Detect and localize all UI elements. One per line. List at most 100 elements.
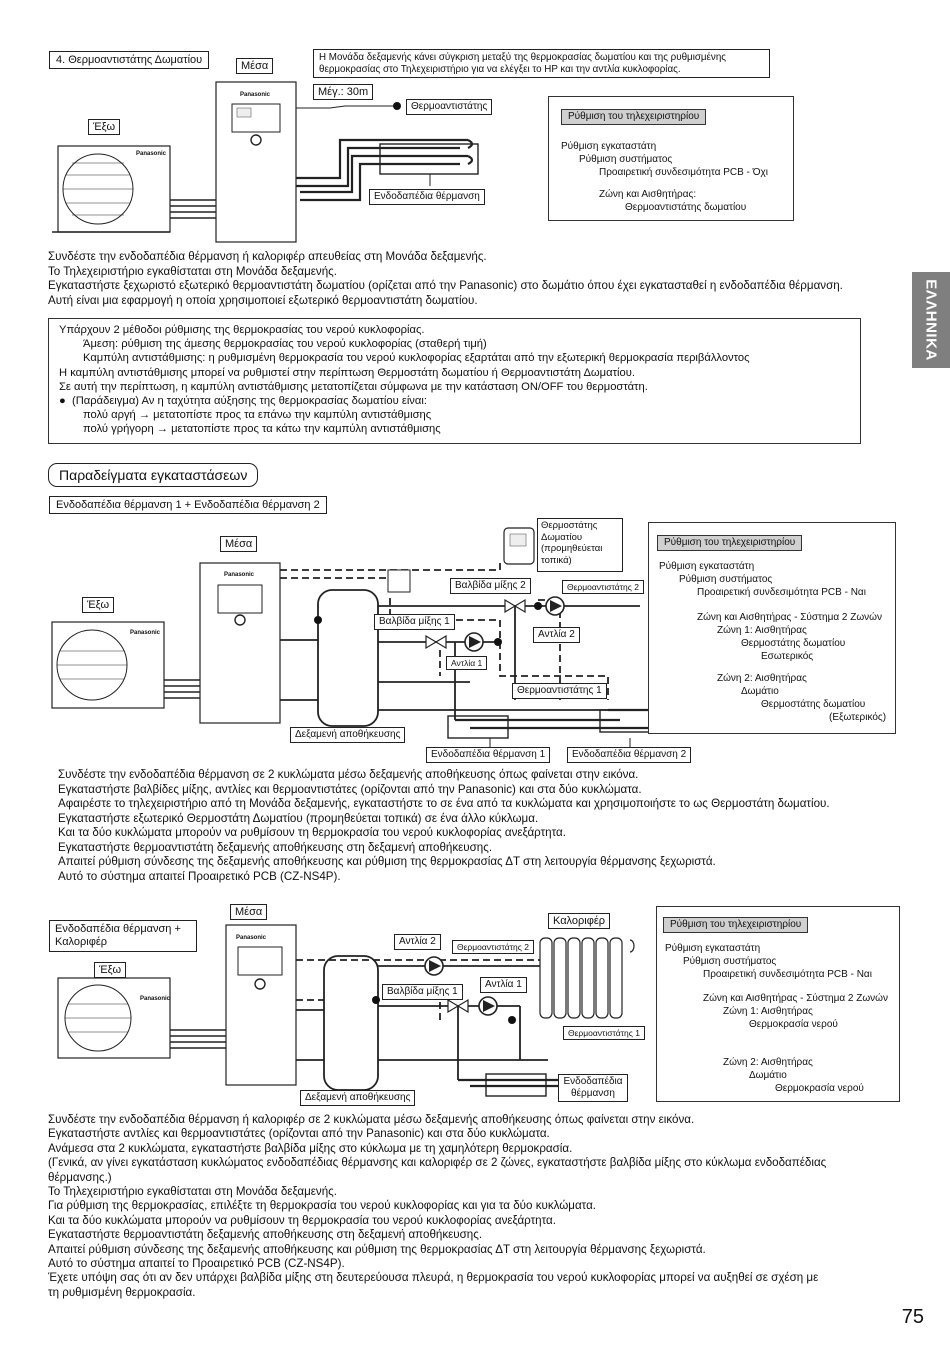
section3-thermistor-1-label: Θερμοαντιστάτης 1 [563, 1026, 645, 1040]
outdoor-unit-1 [52, 145, 171, 233]
section1-inside-label: Μέσα [236, 58, 274, 74]
label-line: Θερμοστάτης [541, 520, 598, 531]
label-line: Δωματίου [541, 531, 583, 543]
paragraph-line: Έχετε υπόψη σας ότι αν δεν υπάρχει βαλβί… [48, 1271, 819, 1285]
paragraph-line: Ανάμεσα στα 2 κυκλώματα, εγκαταστήστε βα… [48, 1141, 573, 1155]
label-line: Ενδοδαπέδια [563, 1076, 623, 1087]
info-line: Άμεση: ρύθμιση της άμεσης θερμοκρασίας τ… [83, 338, 487, 351]
section3-inside-label: Μέσα [230, 904, 268, 920]
section1-title: 4. Θερμοαντιστάτης Δωματίου [49, 51, 210, 69]
section3-floor-heating-label: Ενδοδαπέδια θέρμανση [558, 1074, 628, 1102]
settings-line: Ζώνη και Αισθητήρας: [599, 189, 697, 200]
paragraph-line: Αυτό το σύστημα απαιτεί Προαιρετικό PCB … [58, 869, 341, 883]
brand-label-outdoor-1: Panasonic [136, 151, 167, 157]
indoor-unit-2 [199, 562, 281, 724]
paragraph-line: Συνδέστε την ενδοδαπέδια θέρμανση σε 2 κ… [58, 768, 639, 781]
settings-line: Ζώνη 1: Αισθητήρας [723, 1006, 813, 1017]
bullet-icon: ● [59, 395, 72, 408]
paragraph-line: Το Τηλεχειριστήριο εγκαθίσταται στη Μονά… [48, 1185, 337, 1199]
remote-controller-2 [387, 569, 411, 593]
indoor-unit-1 [215, 81, 297, 243]
section2-tank-label: Δεξαμενή αποθήκευσης [290, 727, 406, 743]
section1-max-length: Μέγ.: 30m [313, 84, 374, 100]
paragraph-line: Αυτή είναι μια εφαρμογή η οποία χρησιμοπ… [48, 293, 478, 307]
section2-room-thermostat-label: Θερμοστάτης Δωματίου (προμηθεύεται τοπικ… [537, 518, 623, 572]
section3-pump-1-label: Αντλία 1 [480, 977, 527, 993]
settings-line: (Εξωτερικός) [829, 712, 887, 723]
section2-settings-header: Ρύθμιση του τηλεχειριστηρίου [657, 535, 803, 551]
section2-settings-box: Ρύθμιση του τηλεχειριστηρίου Ρύθμιση εγκ… [648, 522, 896, 734]
settings-line: Θερμοστάτης δωματίου [741, 638, 846, 649]
mix-valve-2-symbol [504, 598, 526, 614]
section3-settings-header: Ρύθμιση του τηλεχειριστηρίου [663, 917, 809, 933]
section3-tank-label: Δεξαμενή αποθήκευσης [300, 1090, 416, 1106]
paragraph-line: Απαιτεί ρύθμιση σύνδεσης της δεξαμενής α… [48, 1242, 706, 1256]
paragraph-line: Το Τηλεχειριστήριο εγκαθίσταται στη Μονά… [48, 264, 337, 278]
paragraph-line: Αφαιρέστε το τηλεχειριστήριο από τη Μονά… [58, 797, 830, 810]
paragraph-line: Εγκαταστήστε ξεχωριστό εξωτερικό θερμοαν… [48, 279, 843, 292]
settings-line: Προαιρετική συνδεσιμότητα PCB - Ναι [697, 587, 866, 598]
floor-heating-coil-3 [458, 1078, 560, 1088]
section2-outside-label: Έξω [82, 597, 115, 613]
settings-line: Θερμοαντιστάτης δωματίου [625, 202, 747, 213]
settings-line: Εσωτερικός [761, 651, 814, 662]
paragraph-line: Απαιτεί ρύθμιση σύνδεσης της δεξαμενής α… [58, 855, 716, 868]
paragraph-line: Εγκαταστήστε αντλίες και θερμοαντιστάτες… [48, 1127, 550, 1141]
section1-floor-heating-label: Ενδοδαπέδια θέρμανση [369, 189, 485, 205]
settings-line: Ρύθμιση εγκαταστάτη [561, 141, 657, 152]
settings-line: Δωμάτιο [741, 686, 779, 697]
paragraph-line: Εγκαταστήστε θερμοαντιστάτη δεξαμενής απ… [58, 840, 493, 854]
examples-title: Παραδείγματα εγκαταστάσεων [48, 463, 259, 487]
paragraph-line: Συνδέστε την ενδοδαπέδια θέρμανση ή καλο… [48, 250, 487, 263]
paragraph-line: Εγκαταστήστε εξωτερικό Θερμοστάτη Δωματί… [58, 811, 539, 825]
brand-label-indoor-3: Panasonic [236, 935, 267, 941]
info-line: πολύ γρήγορη → μετατοπίστε προς τα κάτω … [83, 423, 441, 436]
brand-label-outdoor-3: Panasonic [140, 996, 171, 1002]
paragraph-line: Και τα δύο κυκλώματα μπορούν να ρυθμίσου… [48, 1213, 556, 1227]
settings-line: Θερμοκρασία νερού [775, 1083, 864, 1094]
paragraph-line: τη ρυθμισμένη θερμοκρασία. [48, 1285, 196, 1299]
settings-line: Ρύθμιση συστήματος [579, 154, 673, 165]
section1-settings-header: Ρύθμιση του τηλεχειριστηρίου [561, 109, 707, 125]
section2-mix-valve-1-label: Βαλβίδα μίξης 1 [374, 614, 455, 630]
label-line: τοπικά) [541, 554, 572, 566]
section2-thermistor-2-label: Θερμοαντιστάτης 2 [562, 580, 644, 594]
section3-outside-label: Έξω [94, 962, 127, 978]
section3-pump-2-label: Αντλία 2 [394, 934, 441, 950]
info-line: Υπάρχουν 2 μέθοδοι ρύθμισης της θερμοκρα… [59, 324, 425, 336]
paragraph-line: Εγκαταστήστε θερμοαντιστάτη δεξαμενής απ… [48, 1228, 483, 1242]
settings-line: Ζώνη και Αισθητήρας - Σύστημα 2 Ζωνών [697, 612, 882, 623]
settings-line: Ζώνη 1: Αισθητήρας [717, 625, 807, 636]
brand-label-outdoor-2: Panasonic [130, 630, 161, 636]
section2-pump-2-label: Αντλία 2 [533, 627, 580, 643]
section2-inside-label: Μέσα [220, 536, 258, 552]
language-tab: ΕΛΛΗΝΙΚΑ [912, 272, 950, 368]
storage-tank-3 [323, 955, 379, 1091]
paragraph-line: Αυτό το σύστημα απαιτεί το Προαιρετικό P… [48, 1257, 345, 1271]
title-line: Ενδοδαπέδια θέρμανση + [55, 923, 181, 935]
compensation-info-box: Υπάρχουν 2 μέθοδοι ρύθμισης της θερμοκρα… [48, 318, 861, 444]
outdoor-unit-2 [51, 621, 165, 709]
paragraph-line: θέρμανσης.) [48, 1170, 112, 1184]
floor-heating-pipes-1 [296, 138, 474, 202]
settings-line: Δωμάτιο [749, 1070, 787, 1081]
settings-line: Ζώνη 2: Αισθητήρας [717, 673, 807, 684]
paragraph-line: Για ρύθμιση της θερμοκρασίας, επιλέξτε τ… [48, 1199, 597, 1213]
section1-settings-box: Ρύθμιση του τηλεχειριστηρίου Ρύθμιση εγκ… [548, 96, 794, 221]
paragraph-line: Και τα δύο κυκλώματα μπορούν να ρυθμίσου… [58, 826, 566, 839]
brand-label-indoor-2: Panasonic [224, 572, 255, 578]
floor-heating-coils-2 [455, 708, 650, 730]
info-line: Η καμπύλη αντιστάθμισης μπορεί να ρυθμισ… [59, 366, 635, 379]
title-line: Καλοριφέρ [55, 936, 108, 948]
section3-mix-valve-1-label: Βαλβίδα μίξης 1 [382, 984, 463, 1000]
outdoor-unit-3 [57, 977, 171, 1059]
section3-settings-box: Ρύθμιση του τηλεχειριστηρίου Ρύθμιση εγκ… [656, 906, 900, 1102]
thermistor-wire [296, 102, 401, 110]
settings-line: Θερμοστάτης δωματίου [761, 699, 866, 710]
section1-thermistor-label: Θερμοαντιστάτης [406, 99, 493, 115]
info-line: (Παράδειγμα) Αν η ταχύτητα αύξησης της θ… [71, 395, 427, 408]
storage-tank-2 [317, 589, 379, 727]
page-number: 75 [901, 1306, 924, 1328]
info-line: πολύ αργή → μετατοπίστε προς τα επάνω τη… [83, 409, 432, 422]
settings-line: Προαιρετική συνδεσιμότητα PCB - Ναι [703, 969, 872, 980]
